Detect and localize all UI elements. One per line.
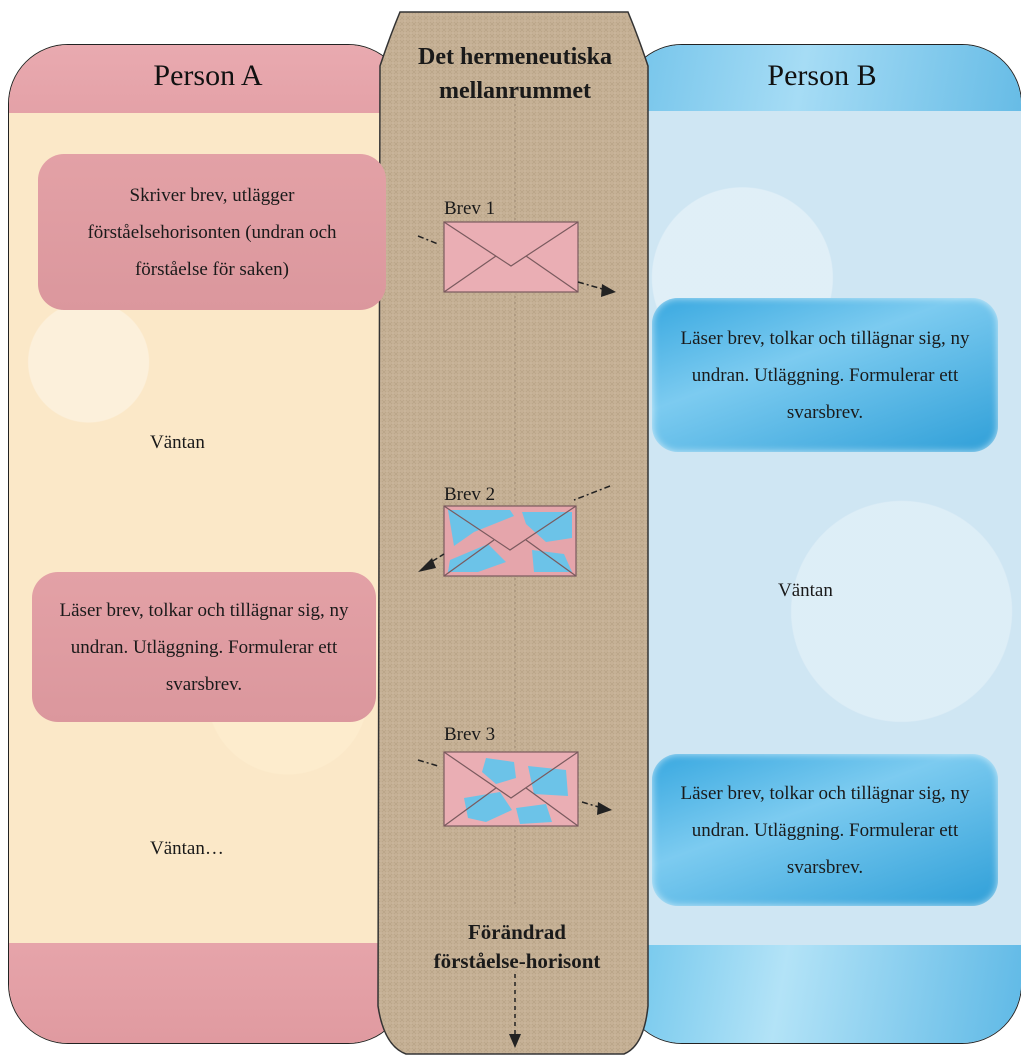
person-a-write-box: Skriver brev, utlägger förståelsehorison… bbox=[38, 154, 386, 310]
person-b-read-box-2: Läser brev, tolkar och tillägnar sig, ny… bbox=[652, 754, 998, 906]
letter-2-envelope-icon bbox=[418, 485, 611, 577]
person-a-read-box: Läser brev, tolkar och tillägnar sig, ny… bbox=[32, 572, 376, 722]
person-a-footer bbox=[9, 943, 407, 1043]
letter-1-envelope-icon bbox=[417, 221, 616, 297]
person-b-wait: Väntan bbox=[778, 580, 833, 601]
letter-2-label: Brev 2 bbox=[444, 484, 496, 505]
letter-1-label: Brev 1 bbox=[444, 198, 496, 219]
person-a-header: Person A bbox=[9, 45, 407, 113]
person-a-wait-2: Väntan… bbox=[150, 838, 224, 859]
person-b-read-box-1: Läser brev, tolkar och tillägnar sig, ny… bbox=[652, 298, 998, 452]
center-title: Det hermeneutiska mellanrummet bbox=[418, 44, 612, 104]
person-b-footer bbox=[623, 945, 1021, 1043]
letter-3-label: Brev 3 bbox=[444, 724, 496, 745]
person-b-title: Person B bbox=[767, 59, 877, 92]
person-a-wait-1: Väntan bbox=[150, 432, 205, 453]
horizon-arrow-head bbox=[509, 1034, 521, 1048]
person-a-title: Person A bbox=[153, 59, 263, 92]
person-b-header: Person B bbox=[623, 45, 1021, 111]
letter-3-envelope-icon bbox=[417, 751, 612, 827]
changed-horizon-label: Förändrad förståelse-horisont bbox=[433, 920, 601, 973]
